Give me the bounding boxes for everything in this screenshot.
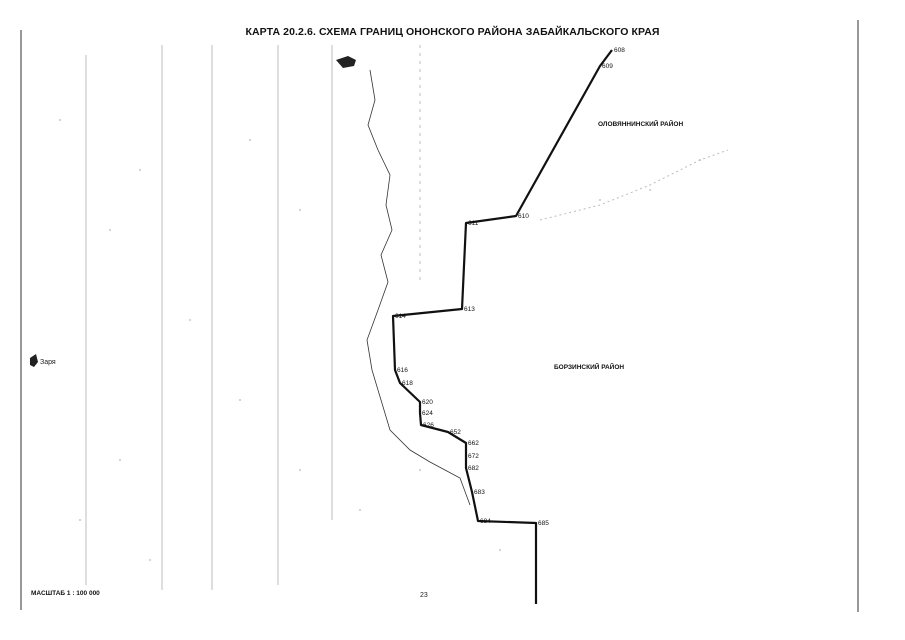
page-number: 23 xyxy=(420,592,428,599)
boundary-point-label: 682 xyxy=(468,465,479,472)
boundary-point-label: 626 xyxy=(423,422,434,429)
village-label: Заря xyxy=(40,359,56,366)
river-line xyxy=(366,69,471,506)
boundary-point-label: 620 xyxy=(422,399,433,406)
region-label-borzinsky: БОРЗИНСКИЙ РАЙОН xyxy=(554,364,625,371)
terrain-speckles xyxy=(59,119,701,561)
boundary-point-label: 611 xyxy=(468,220,479,227)
map-title: КАРТА 20.2.6. СХЕМА ГРАНИЦ ОНОНСКОГО РАЙ… xyxy=(245,26,660,38)
boundary-point-label: 609 xyxy=(602,63,613,70)
village-marker xyxy=(30,354,38,367)
boundary-point-labels: 608 609 610 611 613 614 616 618 620 624 626 652 662 6… xyxy=(395,47,625,527)
settlement-top-shape xyxy=(336,56,356,68)
boundary-point-label: 624 xyxy=(422,410,433,417)
boundary-point-label: 652 xyxy=(450,429,461,436)
map-scale: МАСШТАБ 1 : 100 000 xyxy=(31,590,100,597)
region-label-olovyanninsky: ОЛОВЯННИНСКИЙ РАЙОН xyxy=(598,121,684,128)
boundary-point-label: 672 xyxy=(468,453,479,460)
boundary-point-label: 618 xyxy=(402,380,413,387)
grid-lines xyxy=(85,45,421,590)
boundary-point-label: 662 xyxy=(468,440,479,447)
boundary-point-label: 610 xyxy=(518,213,529,220)
faint-road xyxy=(539,149,729,221)
boundary-point-label: 608 xyxy=(614,47,625,54)
district-boundary-line xyxy=(391,49,613,604)
boundary-point-label: 616 xyxy=(397,367,408,374)
boundary-point-label: 684 xyxy=(480,518,491,525)
boundary-point-label: 683 xyxy=(474,489,485,496)
boundary-point-label: 613 xyxy=(464,306,475,313)
boundary-point-label: 614 xyxy=(395,313,406,320)
boundary-point-label: 685 xyxy=(538,520,549,527)
